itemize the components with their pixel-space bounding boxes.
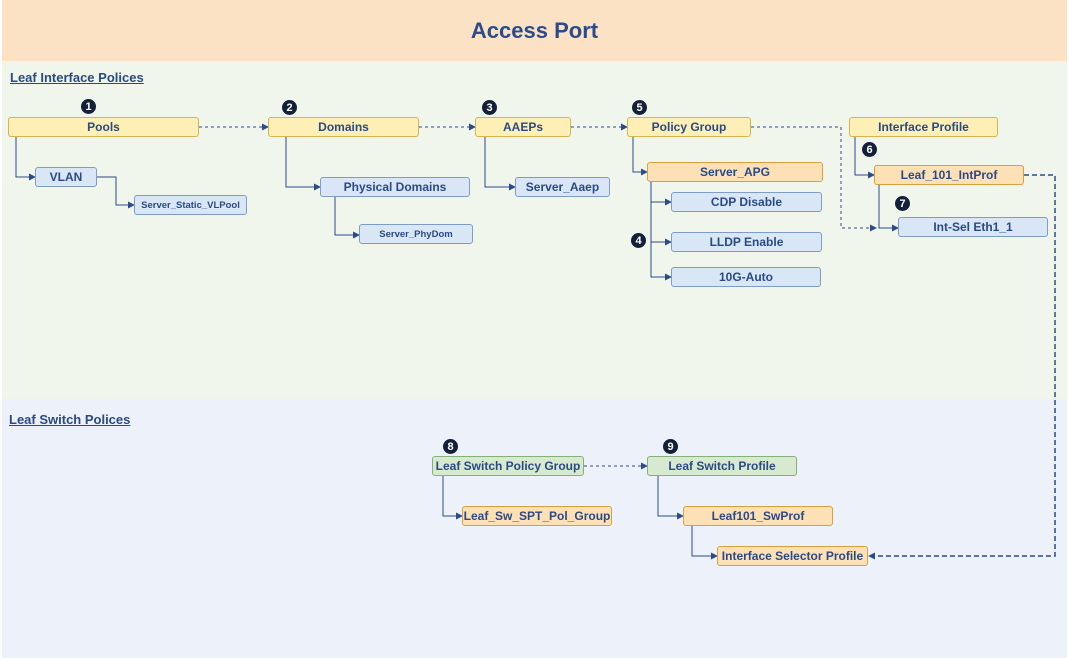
cdp-disable-node[interactable]: CDP Disable [671,192,822,212]
leaf-switch-policy-group-node[interactable]: Leaf Switch Policy Group [432,456,584,476]
aaeps-node[interactable]: AAEPs [475,117,571,137]
speed-10g-node[interactable]: 10G-Auto [671,267,821,287]
server-apg-node[interactable]: Server_APG [647,162,823,182]
leaf101-swprof-node[interactable]: Leaf101_SwProf [683,506,833,526]
step-badge-2: 2 [282,100,297,115]
intprof-to-intsel-link [878,185,899,232]
step-badge-9: 9 [663,439,678,454]
domains-node[interactable]: Domains [268,117,419,137]
pools-to-vlan-link [15,137,36,181]
server-aaep-node[interactable]: Server_Aaep [515,177,610,197]
leaf-interface-policies-label: Leaf Interface Polices [10,70,144,85]
switch-policy-group-to-spt-link [442,476,463,520]
step-badge-7: 7 [895,196,910,211]
vlan-node[interactable]: VLAN [35,167,97,187]
apg-to-lldp-link [650,202,672,246]
leaf-switch-profile-node[interactable]: Leaf Switch Profile [647,456,797,476]
int-sel-node[interactable]: Int-Sel Eth1_1 [898,217,1048,237]
policy-group-node[interactable]: Policy Group [627,117,751,137]
step-badge-1: 1 [81,99,96,114]
spt-pol-group-node[interactable]: Leaf_Sw_SPT_Pol_Group [462,506,612,526]
leaf-switch-policies-label: Leaf Switch Polices [9,412,131,427]
lldp-enable-node[interactable]: LLDP Enable [671,232,822,252]
domains-to-physical-link [285,137,321,191]
leaf-intprof-node[interactable]: Leaf_101_IntProf [874,165,1024,185]
vlan-pool-node[interactable]: Server_Static_VLPool [134,195,247,215]
diagram-title: Access Port [470,17,599,43]
interface-profile-node[interactable]: Interface Profile [849,117,998,137]
switch-profile-to-swprof-link [657,476,684,520]
step-badge-5: 5 [632,100,647,115]
step-badge-3: 3 [482,100,497,115]
step-badge-4: 4 [631,233,646,248]
apg-to-cdp-link [650,182,672,206]
policy-group-to-int-sel-arrow [751,126,877,232]
physical-domains-node[interactable]: Physical Domains [320,177,470,197]
aaeps-to-serveraaep-link [484,137,516,191]
swprof-to-selector-link [691,526,718,560]
step-badge-8: 8 [443,439,458,454]
phy-dom-node[interactable]: Server_PhyDom [359,224,473,244]
intprof-to-selector-profile-link [868,174,1056,560]
title-band: Access Port [2,0,1067,61]
leaf-switch-policies-region [2,399,1067,658]
physical-to-phydom-link [334,197,360,239]
policy-group-to-apg-link [632,137,648,176]
pools-node[interactable]: Pools [8,117,199,137]
vlan-to-vlanpool-link [97,176,135,209]
apg-to-speed-link [650,242,672,281]
interface-profile-to-intprof-link [854,137,875,179]
step-badge-6: 6 [862,142,877,157]
interface-selector-profile-node[interactable]: Interface Selector Profile [717,546,868,566]
